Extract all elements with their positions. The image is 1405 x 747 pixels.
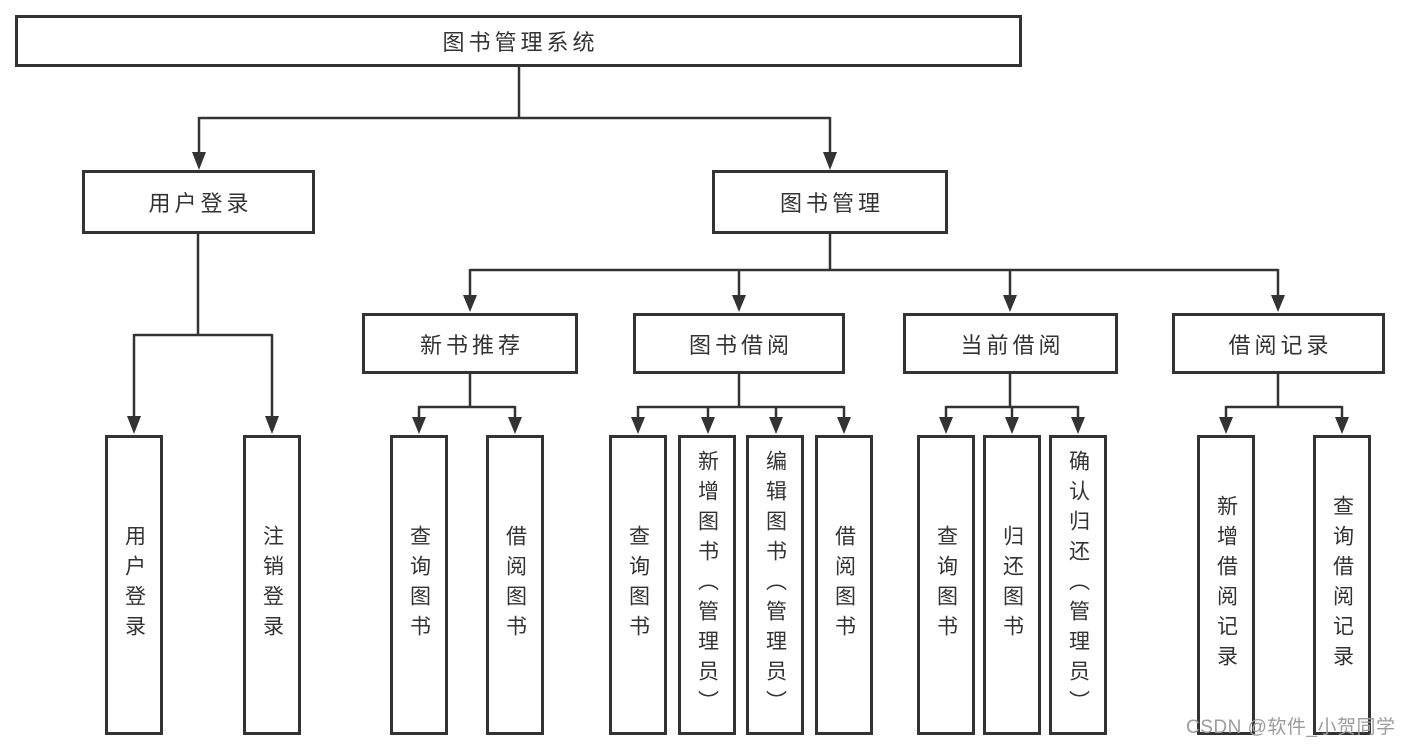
leaf-borrow-books-1: 借阅图书 [486, 435, 544, 735]
node-root-label: 图书管理系统 [442, 30, 599, 55]
node-new-book-recommend-label: 新书推荐 [419, 332, 524, 358]
node-new-book-recommend: 新书推荐 [362, 313, 578, 374]
leaf-add-books-admin-label: 新增图书（管理员） [695, 450, 719, 720]
leaf-confirm-return-admin-label: 确认归还（管理员） [1066, 450, 1090, 720]
watermark: CSDN @软件_小贺同学 [1186, 717, 1396, 738]
leaf-edit-books-admin-label: 编辑图书（管理员） [763, 450, 787, 720]
leaf-add-books-admin: 新增图书（管理员） [678, 435, 736, 735]
node-borrow-records: 借阅记录 [1172, 313, 1385, 374]
node-root: 图书管理系统 [15, 15, 1022, 67]
leaf-query-borrow-record-label: 查询借阅记录 [1330, 495, 1354, 675]
leaf-user-login-label: 用户登录 [122, 525, 146, 645]
leaf-logout-label: 注销登录 [260, 525, 284, 645]
node-book-management-label: 图书管理 [779, 191, 884, 216]
leaf-borrow-books-1-label: 借阅图书 [503, 525, 527, 645]
node-borrow-records-label: 借阅记录 [1228, 332, 1333, 358]
leaf-query-books-3-label: 查询图书 [934, 525, 958, 645]
leaf-borrow-books-2-label: 借阅图书 [832, 525, 856, 645]
leaf-query-books-2: 查询图书 [609, 435, 667, 735]
node-current-borrow-label: 当前借阅 [960, 332, 1065, 358]
leaf-edit-books-admin: 编辑图书（管理员） [746, 435, 804, 735]
leaf-query-books-2-label: 查询图书 [626, 525, 650, 645]
leaf-return-books-label: 归还图书 [1000, 525, 1024, 645]
leaf-query-books-1-label: 查询图书 [407, 525, 431, 645]
leaf-confirm-return-admin: 确认归还（管理员） [1049, 435, 1107, 735]
leaf-user-login: 用户登录 [105, 435, 163, 735]
leaf-borrow-books-2: 借阅图书 [815, 435, 873, 735]
node-user-login: 用户登录 [82, 170, 315, 234]
node-user-login-label: 用户登录 [148, 191, 253, 216]
leaf-return-books: 归还图书 [983, 435, 1041, 735]
leaf-query-books-1: 查询图书 [390, 435, 448, 735]
node-book-borrow-label: 图书借阅 [688, 332, 793, 358]
leaf-query-borrow-record: 查询借阅记录 [1313, 435, 1371, 735]
leaf-query-books-3: 查询图书 [917, 435, 975, 735]
node-book-management: 图书管理 [712, 170, 948, 234]
node-book-borrow: 图书借阅 [633, 313, 845, 374]
leaf-add-borrow-record: 新增借阅记录 [1197, 435, 1255, 735]
leaf-logout: 注销登录 [243, 435, 301, 735]
leaf-add-borrow-record-label: 新增借阅记录 [1214, 495, 1238, 675]
node-current-borrow: 当前借阅 [903, 313, 1118, 374]
